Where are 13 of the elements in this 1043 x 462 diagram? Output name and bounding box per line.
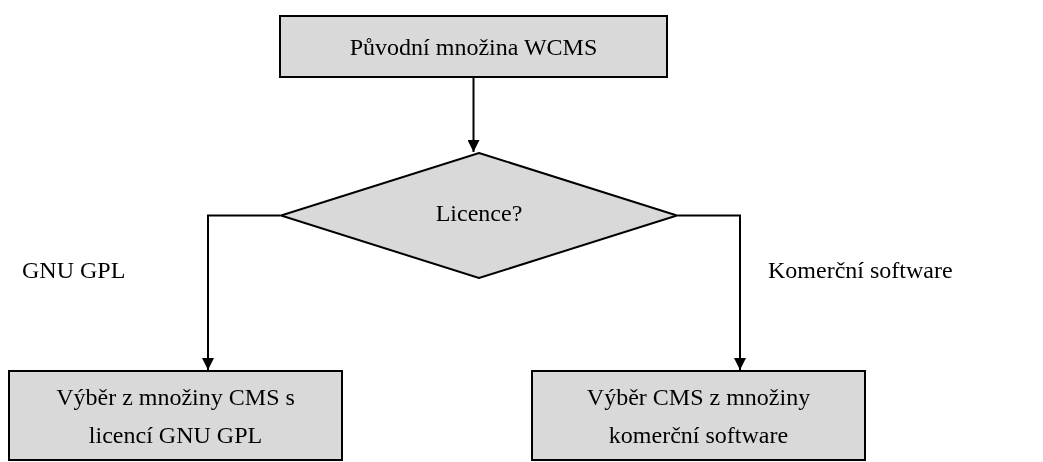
process-box — [8, 370, 343, 461]
decision-diamond — [280, 152, 678, 279]
box-text: Výběr CMS z množiny komerční software — [585, 382, 812, 450]
process-box — [531, 370, 866, 461]
process-box — [279, 15, 668, 78]
decision-text: Licence? — [435, 200, 523, 227]
arrow — [677, 214, 746, 371]
arrow — [467, 77, 480, 153]
arrow — [202, 214, 281, 371]
box-text: Původní množina WCMS — [349, 32, 598, 62]
box-text: Výběr z množiny CMS s licencí GNU GPL — [55, 382, 296, 450]
branch-label: Komerční software — [768, 257, 953, 284]
branch-label: GNU GPL — [22, 257, 126, 284]
